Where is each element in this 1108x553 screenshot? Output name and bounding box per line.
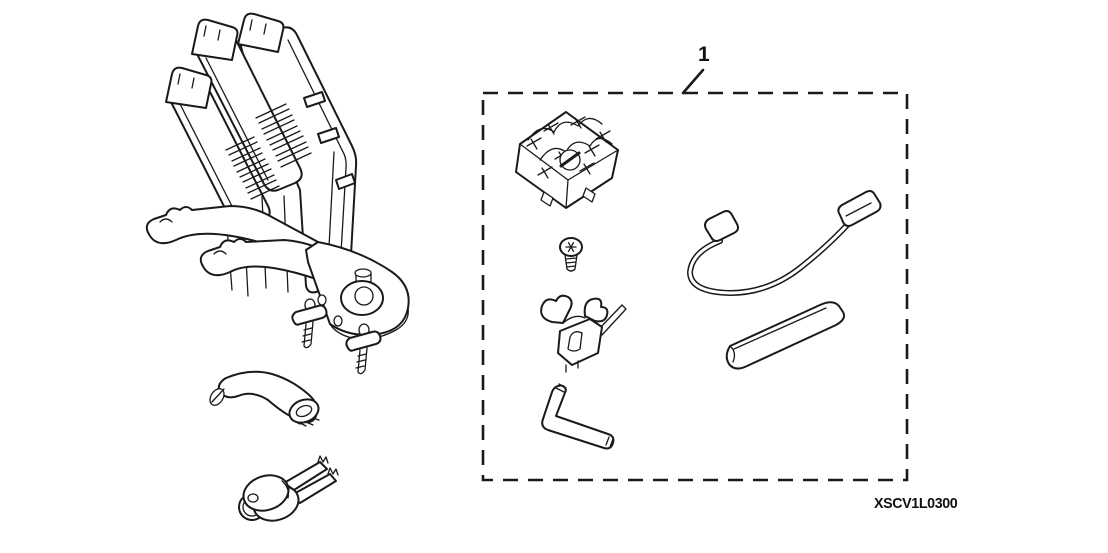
torx-wrench-drawing	[541, 383, 615, 450]
hardware-kit-box	[481, 91, 909, 482]
clamp-block-drawing	[515, 111, 619, 209]
wire-clip-drawing	[540, 294, 627, 373]
bike-attachment-assembly-drawing	[145, 12, 410, 375]
protector-sleeve-drawing	[725, 301, 846, 370]
key-set-drawing	[238, 455, 339, 522]
callout-1-label: 1	[698, 43, 710, 66]
part-code-text: XSCV1L0300	[874, 495, 958, 512]
tether-cable-drawing	[686, 190, 882, 297]
torx-screw-drawing	[559, 237, 583, 272]
callout-leader-line	[681, 68, 705, 95]
holder-strap-drawing	[209, 370, 320, 427]
